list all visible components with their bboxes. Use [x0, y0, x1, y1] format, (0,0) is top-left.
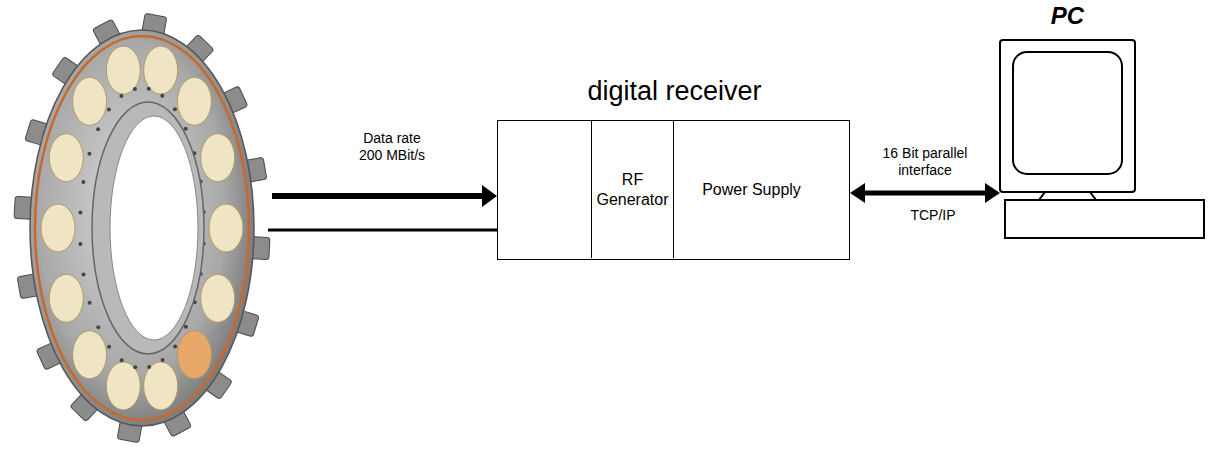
cable-line — [268, 229, 497, 232]
pc-drawing — [1000, 40, 1204, 238]
ring-body — [30, 30, 254, 426]
bolt-hole — [184, 325, 188, 329]
detector-module — [144, 46, 178, 94]
detector-module — [201, 134, 235, 182]
bolt-hole — [81, 180, 85, 184]
detector-ring — [14, 13, 270, 442]
bolt-hole — [173, 107, 177, 111]
detector-module — [177, 77, 211, 125]
detector-module — [73, 77, 107, 125]
detector-module — [177, 331, 211, 379]
bolt-hole — [133, 87, 137, 91]
annotation-label: Data rate 200 MBit/s — [352, 130, 432, 164]
heading: PC — [1000, 2, 1135, 31]
detector-module — [201, 274, 235, 322]
detector-module — [41, 204, 75, 252]
detector-module — [49, 134, 83, 182]
bolt-hole — [107, 108, 111, 112]
rack-module: RF Generator — [591, 121, 673, 258]
ring-hole — [110, 116, 198, 340]
detector-module — [144, 362, 178, 410]
data-arrow — [272, 193, 485, 199]
inner-bore — [92, 102, 204, 354]
heading: digital receiver — [498, 75, 851, 107]
bolt-hole — [78, 211, 82, 215]
rack-module: Power Supply — [673, 121, 829, 258]
bolt-hole — [147, 87, 151, 91]
bidirectional-arrow — [850, 183, 1000, 203]
detector-module — [106, 362, 140, 410]
edge-label: 16 Bit parallel interface — [873, 145, 977, 179]
bolt-hole — [82, 273, 86, 277]
bolt-hole — [96, 325, 100, 329]
arrow-head — [985, 183, 1000, 203]
pc-node: PC — [1000, 40, 1205, 238]
bolt-hole — [160, 94, 164, 98]
bolt-hole — [133, 365, 137, 369]
bolt-hole — [173, 344, 177, 348]
connector-line — [863, 191, 987, 196]
bolt-hole — [119, 94, 123, 98]
bolt-hole — [107, 345, 111, 349]
copper-edge — [35, 36, 249, 420]
detector-module — [106, 46, 140, 94]
bolt-hole — [96, 127, 100, 131]
annotation-label: TCP/IP — [893, 207, 973, 224]
module-label: RF Generator — [595, 170, 670, 208]
bolt-hole — [147, 365, 151, 369]
detector-module — [49, 274, 83, 322]
module-label: Power Supply — [702, 180, 801, 199]
detector-module — [73, 331, 107, 379]
bolt-hole — [161, 358, 165, 362]
bolt-hole — [120, 358, 124, 362]
bolt-hole — [184, 127, 188, 131]
arrow-head — [850, 183, 865, 203]
receiver-rack: digital receiverRF GeneratorPower Supply — [497, 120, 850, 260]
detector-module — [209, 204, 243, 252]
bolt-hole — [88, 301, 92, 305]
arrow-head — [482, 185, 497, 207]
bolt-hole — [78, 242, 82, 246]
bolt-hole — [87, 152, 91, 156]
